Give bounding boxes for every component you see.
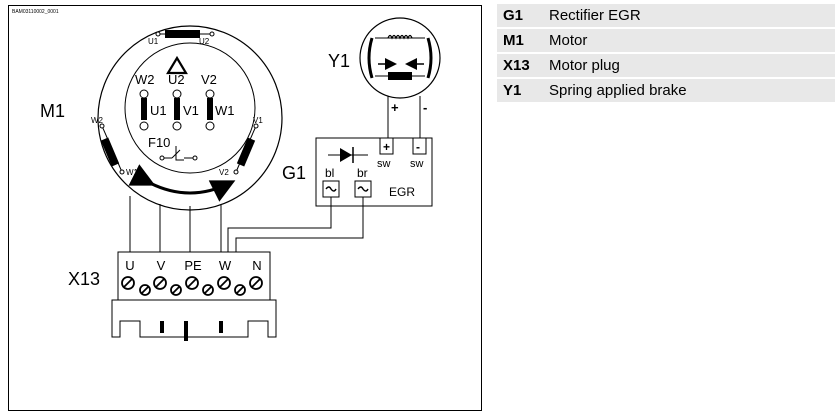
screw-icon (153, 276, 167, 290)
coil-left-w1: W1 (126, 168, 139, 177)
link-1 (141, 98, 147, 120)
winding-v1-label: V1 (183, 103, 199, 118)
winding-w2-label: W2 (135, 72, 155, 87)
doc-code: BAM03110002_0001 (12, 9, 59, 15)
terminal-labels: U V PE W N (125, 258, 261, 273)
legend-description: Motor plug (543, 53, 835, 79)
svg-text:-: - (416, 140, 420, 154)
screw-icon (249, 276, 263, 290)
legend-code: G1 (497, 4, 543, 29)
rectifier-label: G1 (282, 163, 306, 183)
rotation-arrow-icon (128, 164, 236, 202)
rectifier-input-bl: bl (325, 166, 334, 180)
screw-icon (139, 284, 151, 296)
delta-icon (166, 55, 188, 75)
legend-code: M1 (497, 28, 543, 54)
coil-right-v2: V2 (219, 168, 229, 177)
legend-description: Motor (543, 28, 835, 54)
rectifier-input-br: br (357, 166, 368, 180)
link-3 (207, 98, 213, 120)
winding-w1-label: W1 (215, 103, 235, 118)
wires (129, 196, 364, 252)
thermal-switch-label: F10 (148, 135, 170, 150)
legend-row: M1 Motor (497, 28, 835, 54)
motor-label: M1 (40, 101, 65, 121)
legend-code: X13 (497, 53, 543, 79)
coil-right (233, 123, 259, 175)
motor-m1: U1 U2 W2 U2 V2 U1 V1 W1 F10 (91, 25, 283, 211)
thermal-switch-icon (159, 146, 198, 161)
terminal-label-n: N (252, 258, 261, 273)
legend-description: Spring applied brake (543, 78, 835, 104)
terminal-label-v: V (157, 258, 166, 273)
legend-table: G1 Rectifier EGR M1 Motor X13 Motor plug… (497, 4, 835, 104)
rectifier-output-sw1: sw (377, 158, 391, 170)
link-2 (174, 98, 180, 120)
rectifier-g1: + - (315, 137, 433, 207)
rectifier-text: EGR (389, 185, 415, 199)
coil-left-w2: W2 (91, 116, 104, 125)
legend-code: Y1 (497, 78, 543, 104)
brake-label: Y1 (328, 51, 350, 71)
winding-top (165, 30, 200, 38)
svg-text:+: + (383, 140, 390, 154)
rectifier-output-sw2: sw (410, 158, 424, 170)
wiring-diagram: BAM03110002_0001 U1 U2 W2 U2 V2 U1 V1 W1 (8, 5, 482, 411)
screw-icon (121, 276, 135, 290)
brake-y1 (359, 17, 441, 138)
winding-u2-label: U2 (168, 72, 185, 87)
terminal-screws (121, 276, 263, 296)
plug-label: X13 (68, 269, 100, 289)
diode-icon (340, 148, 352, 162)
terminal-label-w: W (219, 258, 232, 273)
terminal-label-u: U (125, 258, 134, 273)
coil-left (99, 123, 125, 175)
brake-minus: - (423, 100, 427, 115)
screw-icon (185, 276, 199, 290)
legend-description: Rectifier EGR (543, 4, 835, 29)
winding-top-u1: U1 (148, 37, 159, 46)
diagram-frame (8, 5, 482, 411)
screw-icon (234, 284, 246, 296)
coil-right-v1: V1 (253, 116, 263, 125)
screw-icon (217, 276, 231, 290)
legend-row: G1 Rectifier EGR (497, 4, 835, 29)
winding-v2-label: V2 (201, 72, 217, 87)
screw-icon (202, 284, 214, 296)
terminal-label-pe: PE (184, 258, 202, 273)
winding-top-u2: U2 (199, 37, 210, 46)
screw-icon (170, 284, 182, 296)
brake-plus: + (391, 100, 399, 115)
winding-u1-label: U1 (150, 103, 167, 118)
legend-row: Y1 Spring applied brake (497, 78, 835, 104)
legend-row: X13 Motor plug (497, 53, 835, 79)
brake-coil-icon (387, 34, 413, 40)
